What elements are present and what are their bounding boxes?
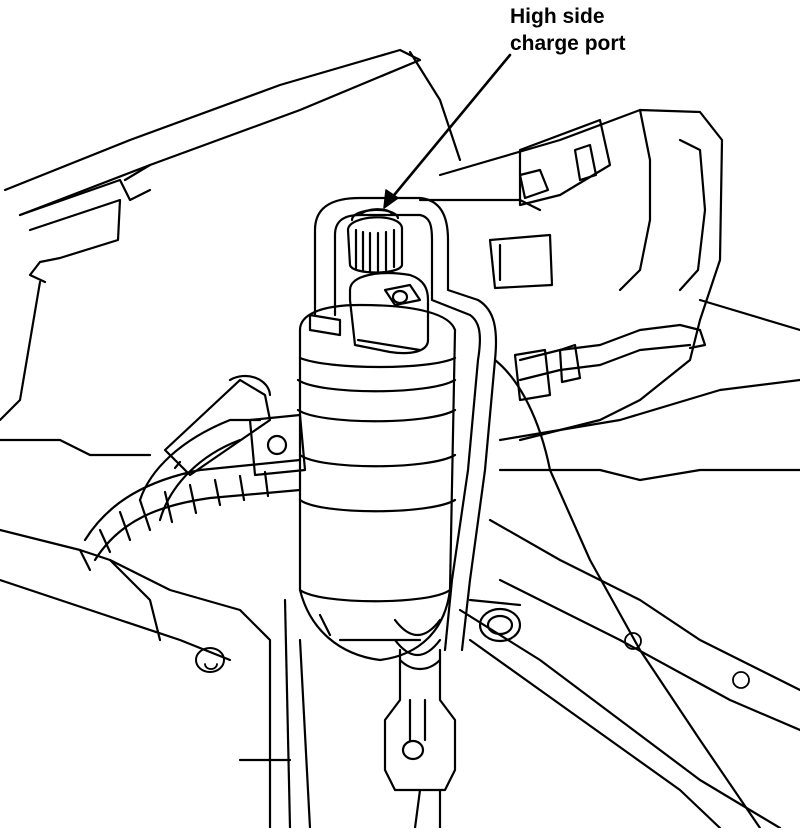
mounting-bracket [240,600,310,828]
receiver-drier [298,305,455,660]
drier-outlet-pipe [385,620,455,828]
left-body-panel [0,282,270,828]
hood-edge [5,50,460,282]
high-side-charge-port-label: High side charge port [510,3,626,57]
refrigerant-line [310,198,760,828]
wiring-harness [80,420,300,570]
callout-line-2: charge port [510,32,626,55]
drier-top-fitting [350,273,428,353]
lamp-wire-harness [515,325,705,400]
callout-arrow [384,55,510,208]
headlight-housing [420,110,722,440]
hose-connector [165,376,305,475]
charge-port-cap [348,209,402,272]
right-body-panel [460,300,800,828]
callout-line-1: High side [510,5,605,28]
mounting-bolt [470,600,520,641]
